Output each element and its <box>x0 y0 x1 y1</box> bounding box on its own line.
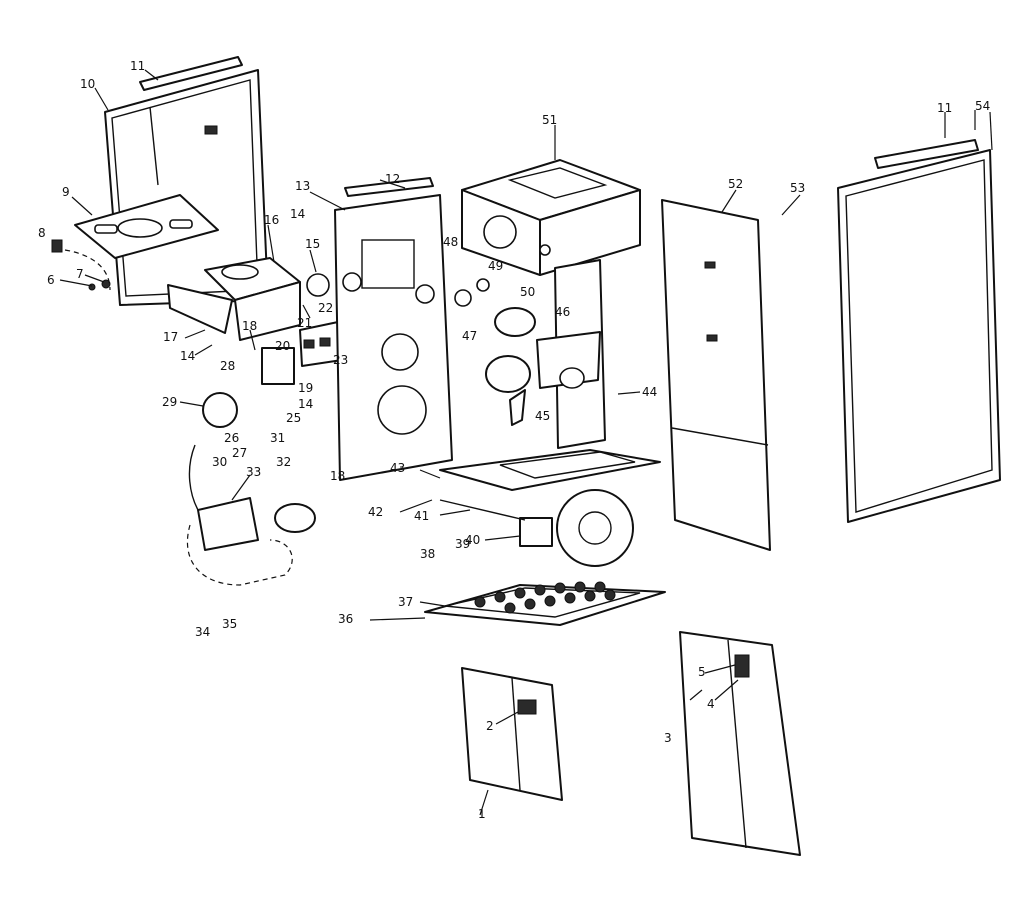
front-center-panel <box>334 194 453 481</box>
callout-46: 46 <box>555 305 570 319</box>
callout-2: 2 <box>486 719 494 733</box>
limit-control-box <box>261 347 295 385</box>
callout-5: 5 <box>698 665 706 679</box>
callout-15: 15 <box>305 237 320 251</box>
filter-rack <box>424 581 666 626</box>
callout-33: 33 <box>246 465 261 479</box>
callout-17: 17 <box>163 330 178 344</box>
callout-39: 39 <box>455 537 470 551</box>
burner-unit <box>186 444 316 586</box>
callout-11b: 11 <box>937 101 952 115</box>
inspection-cover-15 <box>306 273 330 297</box>
callout-16: 16 <box>264 213 279 227</box>
callout-44: 44 <box>642 385 657 399</box>
top-strip-left <box>139 56 243 91</box>
callout-42: 42 <box>368 505 383 519</box>
callout-40: 40 <box>465 533 480 547</box>
callout-51: 51 <box>542 113 557 127</box>
top-strip-right <box>874 139 979 169</box>
callout-41: 41 <box>414 509 429 523</box>
callout-52: 52 <box>728 177 743 191</box>
callout-23: 23 <box>333 353 348 367</box>
callout-3: 3 <box>664 731 672 745</box>
callout-18b: 18 <box>330 469 345 483</box>
callout-34: 34 <box>195 625 210 639</box>
callout-49: 49 <box>488 259 503 273</box>
callout-19: 19 <box>298 381 313 395</box>
callout-32: 32 <box>276 455 291 469</box>
callout-54: 54 <box>975 99 990 113</box>
callout-21: 21 <box>297 316 312 330</box>
callout-9: 9 <box>62 185 70 199</box>
callout-29: 29 <box>162 395 177 409</box>
callout-12: 12 <box>385 172 400 186</box>
callout-50: 50 <box>520 285 535 299</box>
callout-26: 26 <box>224 431 239 445</box>
flue-collar-parts <box>454 278 536 393</box>
callout-38: 38 <box>420 547 435 561</box>
callout-leaders <box>59 69 993 816</box>
callout-14c: 14 <box>298 397 313 411</box>
callout-31: 31 <box>270 431 285 445</box>
heat-exchanger-lower <box>509 259 606 449</box>
callout-14a: 14 <box>290 207 305 221</box>
callout-43: 43 <box>390 461 405 475</box>
far-right-panel <box>837 149 1001 523</box>
callout-27: 27 <box>232 446 247 460</box>
callout-48: 48 <box>443 235 458 249</box>
callout-20: 20 <box>275 339 290 353</box>
callout-7: 7 <box>76 267 84 281</box>
callout-45: 45 <box>535 409 550 423</box>
callout-36: 36 <box>338 612 353 626</box>
top-strip-center <box>344 177 434 197</box>
front-door-right <box>679 631 801 856</box>
heat-exchanger-top <box>461 159 641 276</box>
callout-11a: 11 <box>130 59 145 73</box>
callout-25: 25 <box>286 411 301 425</box>
callout-47: 47 <box>462 329 477 343</box>
callout-1: 1 <box>478 807 486 821</box>
callout-labels: 1 2 3 4 5 6 7 8 9 10 11 11 12 13 14 14 1… <box>38 59 990 821</box>
callout-30: 30 <box>212 455 227 469</box>
callout-8: 8 <box>38 226 46 240</box>
front-door-lower <box>461 667 563 801</box>
terminal-block <box>299 321 343 367</box>
callout-35: 35 <box>222 617 237 631</box>
callout-37: 37 <box>398 595 413 609</box>
blower-housing <box>439 489 634 567</box>
callout-4: 4 <box>707 697 715 711</box>
draft-hood-assembly <box>167 257 301 341</box>
callout-22: 22 <box>318 301 333 315</box>
callout-10: 10 <box>80 77 95 91</box>
callout-6: 6 <box>47 273 55 287</box>
inspection-cover-29 <box>202 392 238 428</box>
callout-28: 28 <box>220 359 235 373</box>
callout-18a: 18 <box>242 319 257 333</box>
callout-13: 13 <box>295 179 310 193</box>
base-tray <box>439 449 661 491</box>
callout-53: 53 <box>790 181 805 195</box>
callout-14b: 14 <box>180 349 195 363</box>
mounting-shelf-plate <box>74 194 219 259</box>
right-side-panel <box>661 199 771 551</box>
